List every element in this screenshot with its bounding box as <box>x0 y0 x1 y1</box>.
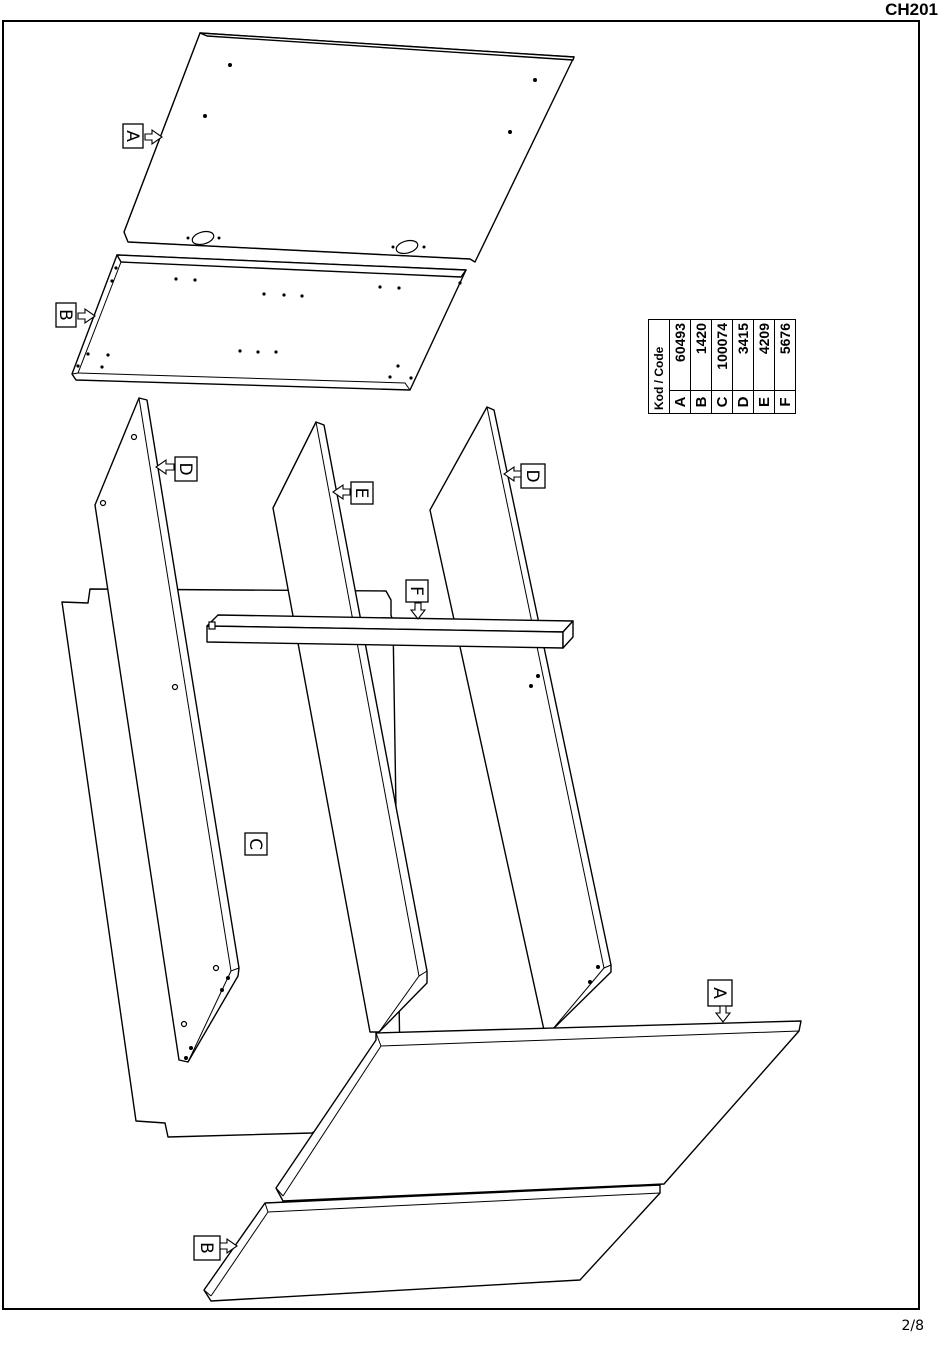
parts-code-table: Kod / Code A 60493 B 1420 C 100074 D 341… <box>648 306 756 436</box>
svg-text:A: A <box>709 987 729 999</box>
part-code: 1420 <box>691 320 712 391</box>
label-left-d: D <box>175 457 197 481</box>
part-letter: F <box>775 391 796 414</box>
part-letter: A <box>670 391 691 414</box>
table-row: C 100074 <box>712 320 733 414</box>
table-row: B 1420 <box>691 320 712 414</box>
label-bottom-b: B <box>194 1236 220 1260</box>
part-letter: D <box>733 391 754 414</box>
parts-table-header: Kod / Code <box>649 320 670 414</box>
label-back-c: C <box>245 833 267 855</box>
part-letter: E <box>754 391 775 414</box>
bottom-panel-b-lower <box>204 1185 660 1301</box>
arrow-rail-f <box>411 603 425 619</box>
part-code: 100074 <box>712 320 733 391</box>
svg-text:A: A <box>122 130 142 142</box>
svg-text:F: F <box>406 586 426 596</box>
svg-text:C: C <box>245 838 265 850</box>
table-row: F 5676 <box>775 320 796 414</box>
part-code: 5676 <box>775 320 796 391</box>
svg-text:B: B <box>196 1242 216 1254</box>
svg-text:E: E <box>351 488 371 499</box>
arrow-bottom-a <box>716 1006 730 1022</box>
top-panel-a <box>124 33 574 262</box>
part-letter: C <box>712 391 733 414</box>
table-row: D 3415 <box>733 320 754 414</box>
svg-text:B: B <box>55 309 75 321</box>
page-number: 2/8 <box>901 1318 924 1334</box>
part-letter: B <box>691 391 712 414</box>
bottom-panel-b-upper <box>72 255 466 390</box>
part-code: 3415 <box>733 320 754 391</box>
label-top-a: A <box>122 124 143 148</box>
part-code: 4209 <box>754 320 775 391</box>
right-side-panel-d <box>430 407 611 1030</box>
svg-text:D: D <box>522 469 542 482</box>
svg-text:D: D <box>175 462 195 475</box>
label-mid-e: E <box>351 482 373 504</box>
label-bottom-a: A <box>708 980 732 1006</box>
part-code: 60493 <box>670 320 691 391</box>
table-row: A 60493 <box>670 320 691 414</box>
table-row: E 4209 <box>754 320 775 414</box>
rail-f <box>207 615 573 648</box>
label-rail-f: F <box>406 580 428 602</box>
label-top-b: B <box>55 303 76 327</box>
parts-table: Kod / Code A 60493 B 1420 C 100074 D 341… <box>648 319 796 414</box>
label-right-d: D <box>521 464 545 488</box>
